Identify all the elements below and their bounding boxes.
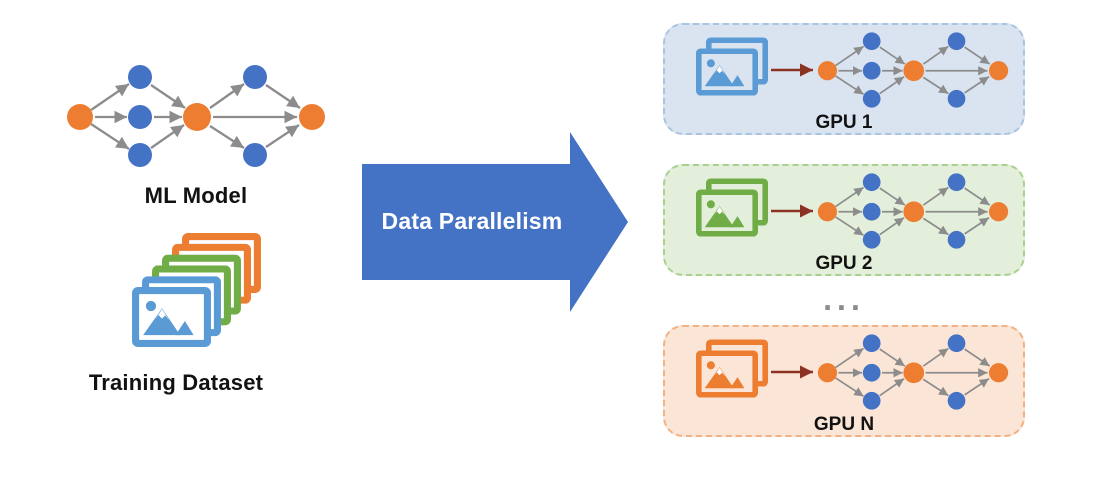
more-gpus-ellipsis: ... <box>823 281 865 317</box>
gpu-2-label: GPU 2 <box>815 253 873 274</box>
feed-arrow-icon <box>771 204 813 218</box>
neural-network-icon <box>817 25 1009 115</box>
image-stack-icon <box>696 338 768 399</box>
feed-arrow-icon <box>771 365 813 379</box>
training-dataset-image-stack-icon <box>130 233 263 347</box>
data-parallelism-arrow-icon <box>362 132 628 312</box>
image-stack-icon <box>696 177 768 238</box>
data-parallelism-label: Data Parallelism <box>381 208 563 234</box>
image-stack-icon <box>696 36 768 97</box>
neural-network-icon <box>817 166 1009 256</box>
gpu-panel-1: GPU 1 <box>663 23 1025 135</box>
gpu-panel-2: GPU 2 <box>663 164 1025 276</box>
ml-model-network-icon <box>66 55 326 177</box>
gpu-n-label: GPU N <box>813 414 875 435</box>
gpu-1-label: GPU 1 <box>815 112 873 133</box>
gpu-panel-n: GPU N <box>663 325 1025 437</box>
ml-model-label: ML Model <box>144 183 248 208</box>
neural-network-icon <box>817 327 1009 417</box>
feed-arrow-icon <box>771 63 813 77</box>
training-dataset-label: Training Dataset <box>88 370 264 395</box>
